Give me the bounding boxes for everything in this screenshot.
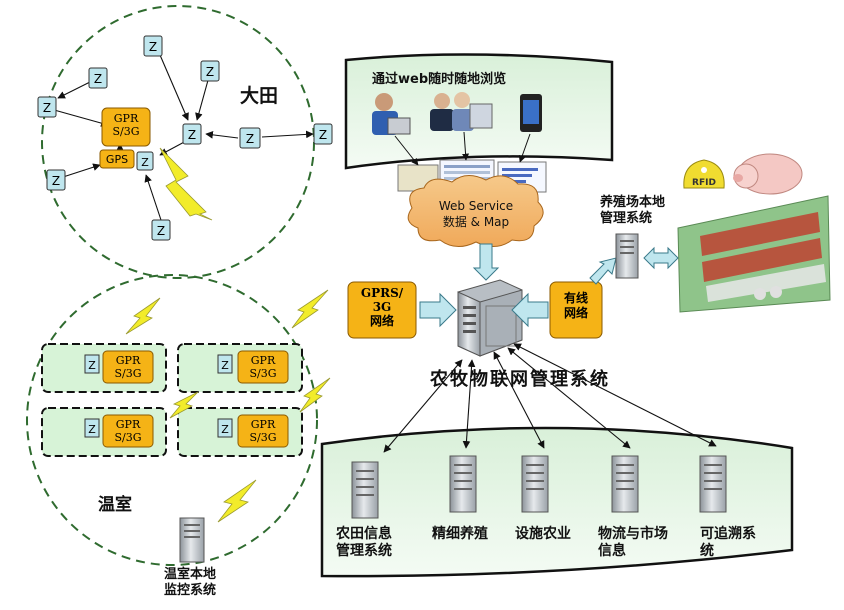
- server-icon: [179, 517, 205, 563]
- svg-text:Z: Z: [88, 359, 96, 372]
- svg-text:Z: Z: [221, 359, 229, 372]
- svg-text:Z: Z: [52, 174, 60, 188]
- field-title: 大田: [240, 84, 278, 107]
- svg-text:Z: Z: [94, 72, 102, 86]
- rfid-tag-icon: RFID: [683, 159, 725, 189]
- central-server-icon: [457, 279, 523, 357]
- subsystem-server-icon: [449, 455, 477, 513]
- field-node: Z: [88, 67, 108, 89]
- users-computer-icon: [430, 92, 493, 131]
- lightning-bolt-icon: [299, 377, 331, 413]
- web-access-panel: 通过web随时随地浏览: [344, 53, 614, 195]
- subsystem-server-icon: [611, 455, 639, 513]
- svg-text:Z: Z: [206, 65, 214, 79]
- server-to-wired-arrow: [511, 292, 549, 328]
- svg-text:GPRS/3G: GPRS/3G: [112, 112, 139, 138]
- svg-text:GPS: GPS: [106, 153, 128, 166]
- svg-text:Z: Z: [157, 224, 165, 238]
- web-service-cloud: Web Service 数据 & Map: [407, 175, 544, 247]
- subsystem-links: [383, 343, 717, 453]
- gps-module: GPS: [99, 149, 135, 169]
- subsystem-server-icon: [351, 461, 379, 519]
- svg-text:GPRS/3G: GPRS/3G: [249, 418, 276, 444]
- farm-zone: 养殖场本地管理系统 RFID: [599, 153, 831, 313]
- field-node: Z: [143, 35, 163, 57]
- subsystem-label: 精细养殖: [432, 525, 488, 542]
- gprs-to-server-arrow: [419, 292, 457, 328]
- svg-text:Z: Z: [88, 423, 96, 436]
- field-boundary: [41, 5, 315, 279]
- field-node: Z: [136, 151, 154, 171]
- farm-local-system-label: 养殖场本地管理系统: [599, 194, 665, 226]
- lightning-bolt-icon: [291, 289, 329, 329]
- svg-text:Z: Z: [319, 128, 327, 142]
- cloud-server-arrow: [472, 243, 500, 281]
- farm-server-icon: [615, 233, 639, 279]
- subsystem-label: 可追溯系统: [700, 525, 756, 559]
- field-node: Z: [46, 169, 66, 191]
- svg-text:Z: Z: [43, 101, 51, 115]
- user-laptop-icon: [372, 93, 411, 135]
- lightning-bolt-icon: [169, 391, 199, 419]
- subsystem-label: 农田信息管理系统: [335, 525, 392, 559]
- svg-text:GPRS/3G: GPRS/3G: [114, 354, 141, 380]
- svg-text:Z: Z: [141, 156, 149, 169]
- subsystem-server-icon: [521, 455, 549, 513]
- cloud-line-2: 数据 & Map: [443, 214, 509, 229]
- lightning-bolt-icon: [159, 147, 213, 221]
- subsystem-label: 设施农业: [515, 525, 571, 542]
- subsystem-server-icon: [699, 455, 727, 513]
- field-node: Z: [313, 123, 333, 145]
- web-access-title: 通过web随时随地浏览: [372, 71, 506, 87]
- svg-text:GPRS/3G: GPRS/3G: [114, 418, 141, 444]
- lightning-bolt-icon: [217, 479, 257, 523]
- farm-aerial-image: [677, 195, 831, 313]
- mobile-phone-icon: [520, 94, 542, 132]
- farm-server-to-farm-arrow: [643, 246, 679, 270]
- subsystem-label: 物流与市场信息: [598, 525, 668, 559]
- field-node: Z: [151, 219, 171, 241]
- field-node: Z: [37, 96, 57, 118]
- svg-text:GPRS/3G: GPRS/3G: [249, 354, 276, 380]
- pig-icon: [733, 153, 803, 195]
- svg-text:RFID: RFID: [692, 178, 716, 188]
- greenhouse-monitor-label: 温室本地监控系统: [164, 566, 216, 598]
- wired-network-box: 有线网络: [549, 281, 603, 339]
- cloud-line-1: Web Service: [439, 199, 513, 213]
- field-node: Z: [239, 127, 261, 149]
- field-node: Z: [182, 123, 202, 145]
- field-node: Z: [200, 60, 220, 82]
- svg-text:Z: Z: [221, 423, 229, 436]
- greenhouse-boundary: [26, 274, 318, 566]
- wired-to-farm-arrow: [589, 257, 617, 285]
- svg-text:有线网络: 有线网络: [564, 290, 588, 320]
- greenhouse-title: 温室: [98, 494, 132, 515]
- svg-text:Z: Z: [149, 40, 157, 54]
- lightning-bolt-icon: [125, 297, 161, 335]
- svg-text:Z: Z: [188, 128, 196, 142]
- subsystems-panel: [320, 426, 794, 578]
- svg-text:Z: Z: [246, 132, 254, 146]
